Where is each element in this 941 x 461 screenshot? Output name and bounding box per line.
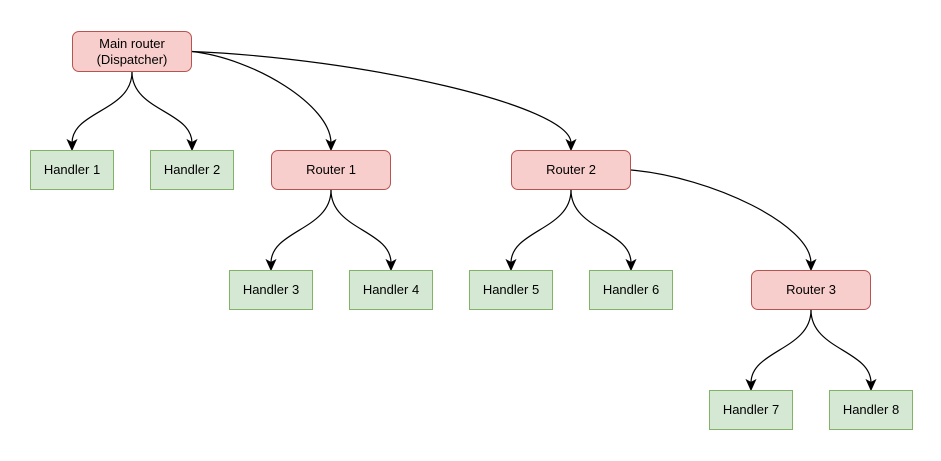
edge-router-2-to-handler-6 (570, 189, 637, 272)
arrowhead-icon (325, 138, 337, 152)
arrowhead-icon (565, 138, 577, 152)
node-router-3: Router 3 (751, 270, 871, 310)
arrowhead-icon (265, 258, 277, 272)
node-router-2: Router 2 (511, 150, 631, 190)
node-handler-2: Handler 2 (150, 150, 234, 190)
node-label-handler-1: Handler 1 (43, 162, 101, 178)
node-label-handler-7: Handler 7 (722, 402, 780, 418)
node-label-handler-3: Handler 3 (242, 282, 300, 298)
arrowhead-icon (865, 378, 877, 392)
node-label-router-2: Router 2 (546, 162, 596, 178)
arrowhead-icon (186, 138, 198, 152)
node-label-handler-2: Handler 2 (163, 162, 221, 178)
node-label-handler-6: Handler 6 (602, 282, 660, 298)
node-label-handler-8: Handler 8 (842, 402, 900, 418)
arrowhead-icon (385, 258, 397, 272)
edge-main-router-to-router-2 (191, 50, 577, 152)
node-label-main-router: Main router (Dispatcher) (96, 36, 168, 67)
edge-router-3-to-handler-8 (810, 309, 877, 392)
edge-main-router-to-handler-1 (66, 71, 133, 152)
edge-router-3-to-handler-7 (745, 309, 812, 392)
node-handler-7: Handler 7 (709, 390, 793, 430)
node-main-router: Main router (Dispatcher) (72, 31, 192, 72)
node-label-router-1: Router 1 (306, 162, 356, 178)
node-handler-8: Handler 8 (829, 390, 913, 430)
node-handler-1: Handler 1 (30, 150, 114, 190)
arrowhead-icon (505, 258, 517, 272)
edge-main-router-to-router-1 (191, 50, 337, 152)
edge-router-2-to-handler-5 (505, 189, 572, 272)
node-handler-4: Handler 4 (349, 270, 433, 310)
node-handler-5: Handler 5 (469, 270, 553, 310)
edge-router-2-to-router-3 (630, 169, 817, 272)
arrowhead-icon (66, 138, 78, 152)
node-handler-6: Handler 6 (589, 270, 673, 310)
node-handler-3: Handler 3 (229, 270, 313, 310)
node-label-handler-5: Handler 5 (482, 282, 540, 298)
arrowhead-icon (805, 258, 817, 272)
edge-main-router-to-handler-2 (131, 71, 198, 152)
edge-router-1-to-handler-3 (265, 189, 332, 272)
node-label-router-3: Router 3 (786, 282, 836, 298)
arrowhead-icon (625, 258, 637, 272)
node-label-handler-4: Handler 4 (362, 282, 420, 298)
node-router-1: Router 1 (271, 150, 391, 190)
arrowhead-icon (745, 378, 757, 392)
edge-router-1-to-handler-4 (330, 189, 397, 272)
